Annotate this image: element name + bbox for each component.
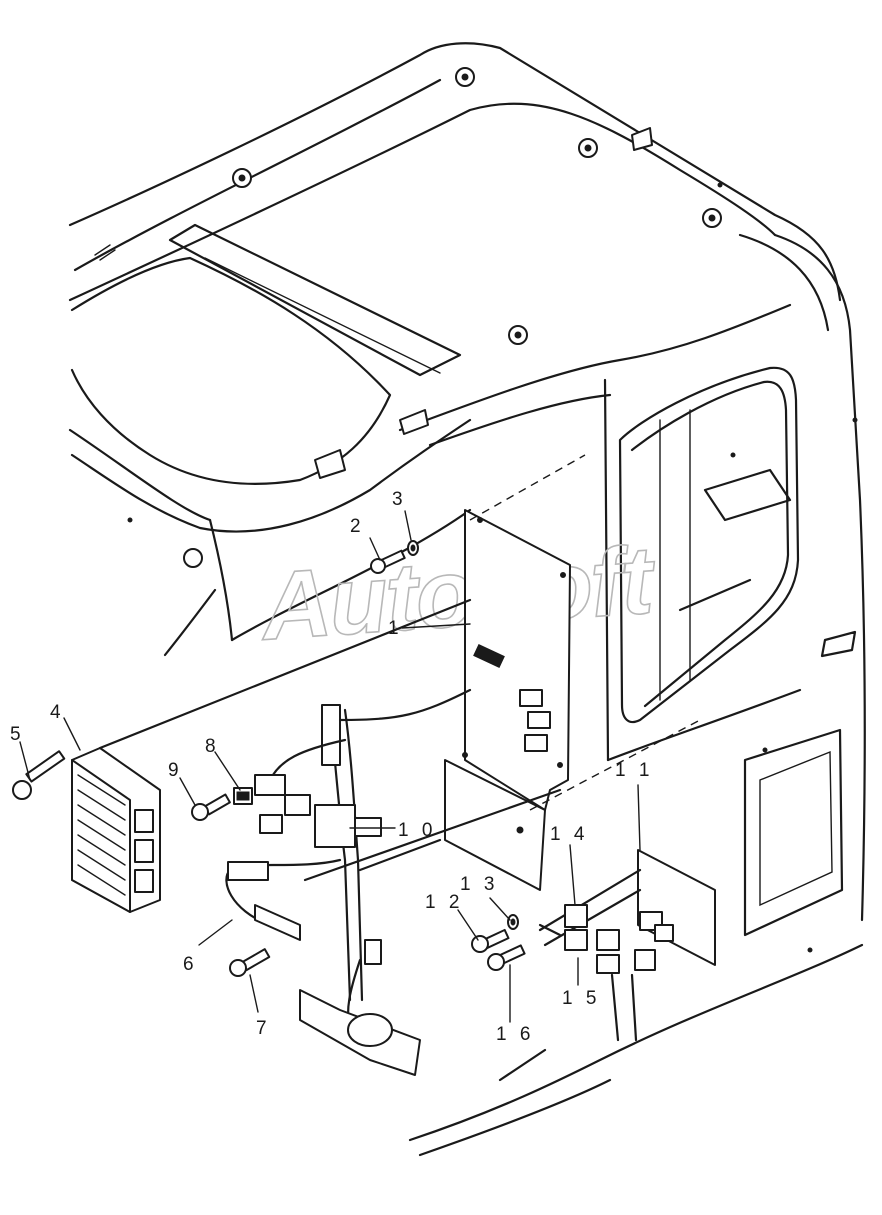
callout-labels: 1 2 3 4 5 6 7 8 9 1 0 1 1 1 2 1 3 1 4 1 … — [10, 489, 653, 1045]
washer-13-icon — [507, 914, 519, 930]
callout-12: 1 2 — [425, 892, 463, 913]
bolt-7-icon — [229, 948, 271, 977]
callout-5: 5 — [10, 724, 25, 745]
bolt-16-icon — [487, 944, 526, 971]
watermark-text: AutoSoft — [256, 526, 660, 660]
fasteners — [12, 540, 526, 977]
callout-10: 1 0 — [398, 820, 436, 841]
callout-4: 4 — [50, 702, 65, 723]
callout-7: 7 — [256, 1018, 271, 1039]
callout-16: 1 6 — [496, 1024, 534, 1045]
leader-lines — [19, 510, 641, 1023]
bolt-5-icon — [12, 750, 66, 800]
callout-15: 1 5 — [562, 988, 600, 1009]
bolt-2-icon — [370, 549, 406, 574]
callout-14: 1 4 — [550, 824, 588, 845]
callout-6: 6 — [183, 954, 198, 975]
callout-13: 1 3 — [460, 874, 498, 895]
callout-3: 3 — [392, 489, 407, 510]
main-control-panel — [444, 454, 701, 891]
callout-1: 1 — [388, 618, 403, 639]
wiring-harness — [225, 688, 562, 1076]
bolt-12-icon — [471, 928, 510, 953]
bolt-9-icon — [191, 793, 231, 821]
cab-body — [68, 42, 866, 1157]
callout-2: 2 — [350, 516, 365, 537]
relay-8-icon — [233, 787, 253, 805]
controller-unit — [71, 598, 472, 913]
callout-8: 8 — [205, 736, 220, 757]
callout-9: 9 — [168, 760, 183, 781]
callout-11: 1 1 — [615, 760, 653, 781]
right-relay-panel — [538, 849, 716, 1042]
washer-3-icon — [407, 540, 419, 556]
